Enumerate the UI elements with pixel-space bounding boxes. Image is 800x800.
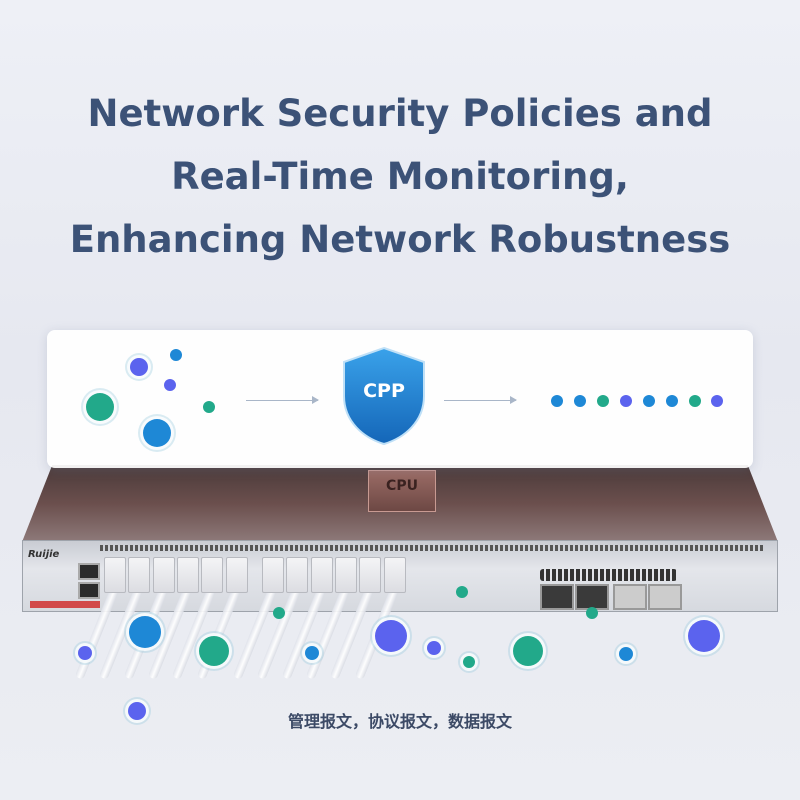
brand-logo: Ruijie [28, 549, 60, 560]
arrow-right-icon [246, 396, 319, 404]
mgmt-port [78, 582, 100, 599]
cpu-label: CPU [386, 478, 418, 494]
teal-data-packet-dot [597, 395, 609, 407]
purple-data-packet-dot [128, 702, 146, 720]
teal-data-packet-dot [199, 636, 229, 666]
ethernet-port [128, 557, 150, 593]
shield-icon [343, 346, 425, 446]
model-label-bar [30, 601, 100, 608]
sfp-vent [540, 569, 677, 581]
purple-data-packet-dot [78, 646, 92, 660]
blue-data-packet-dot [305, 646, 319, 660]
purple-data-packet-dot [620, 395, 632, 407]
purple-data-packet-dot [427, 641, 441, 655]
blue-data-packet-dot [619, 647, 633, 661]
teal-data-packet-dot [273, 607, 285, 619]
blue-data-packet-dot [143, 419, 171, 447]
blue-data-packet-dot [129, 616, 161, 648]
sfp-port [540, 584, 574, 610]
purple-data-packet-dot [375, 620, 407, 652]
console-port [78, 563, 100, 580]
ethernet-port [359, 557, 381, 593]
sfp-port [613, 584, 647, 610]
cpu-chip: CPU [368, 470, 436, 512]
headline-line-1: Network Security Policies and [87, 92, 713, 135]
ethernet-port [201, 557, 223, 593]
ethernet-port [311, 557, 333, 593]
shield-label: CPP [363, 380, 405, 402]
blue-data-packet-dot [643, 395, 655, 407]
purple-data-packet-dot [688, 620, 720, 652]
arrow-right-icon [444, 396, 517, 404]
teal-data-packet-dot [586, 607, 598, 619]
teal-data-packet-dot [513, 636, 543, 666]
ethernet-port [262, 557, 284, 593]
ethernet-port [104, 557, 126, 593]
blue-data-packet-dot [666, 395, 678, 407]
headline: Network Security Policies and Real-Time … [0, 82, 800, 271]
vent-grille [100, 545, 765, 551]
purple-data-packet-dot [711, 395, 723, 407]
teal-data-packet-dot [689, 395, 701, 407]
purple-data-packet-dot [130, 358, 148, 376]
ethernet-port [286, 557, 308, 593]
sfp-port [648, 584, 682, 610]
ethernet-port [335, 557, 357, 593]
caption: 管理报文，协议报文，数据报文 [287, 712, 512, 731]
headline-line-2: Real-Time Monitoring, [171, 155, 629, 198]
ethernet-port [153, 557, 175, 593]
blue-data-packet-dot [574, 395, 586, 407]
ethernet-port [177, 557, 199, 593]
teal-data-packet-dot [86, 393, 114, 421]
purple-data-packet-dot [164, 379, 176, 391]
teal-data-packet-dot [456, 586, 468, 598]
blue-data-packet-dot [170, 349, 182, 361]
ethernet-port [384, 557, 406, 593]
teal-data-packet-dot [463, 656, 475, 668]
teal-data-packet-dot [203, 401, 215, 413]
headline-line-3: Enhancing Network Robustness [69, 218, 731, 261]
blue-data-packet-dot [551, 395, 563, 407]
ethernet-port [226, 557, 248, 593]
